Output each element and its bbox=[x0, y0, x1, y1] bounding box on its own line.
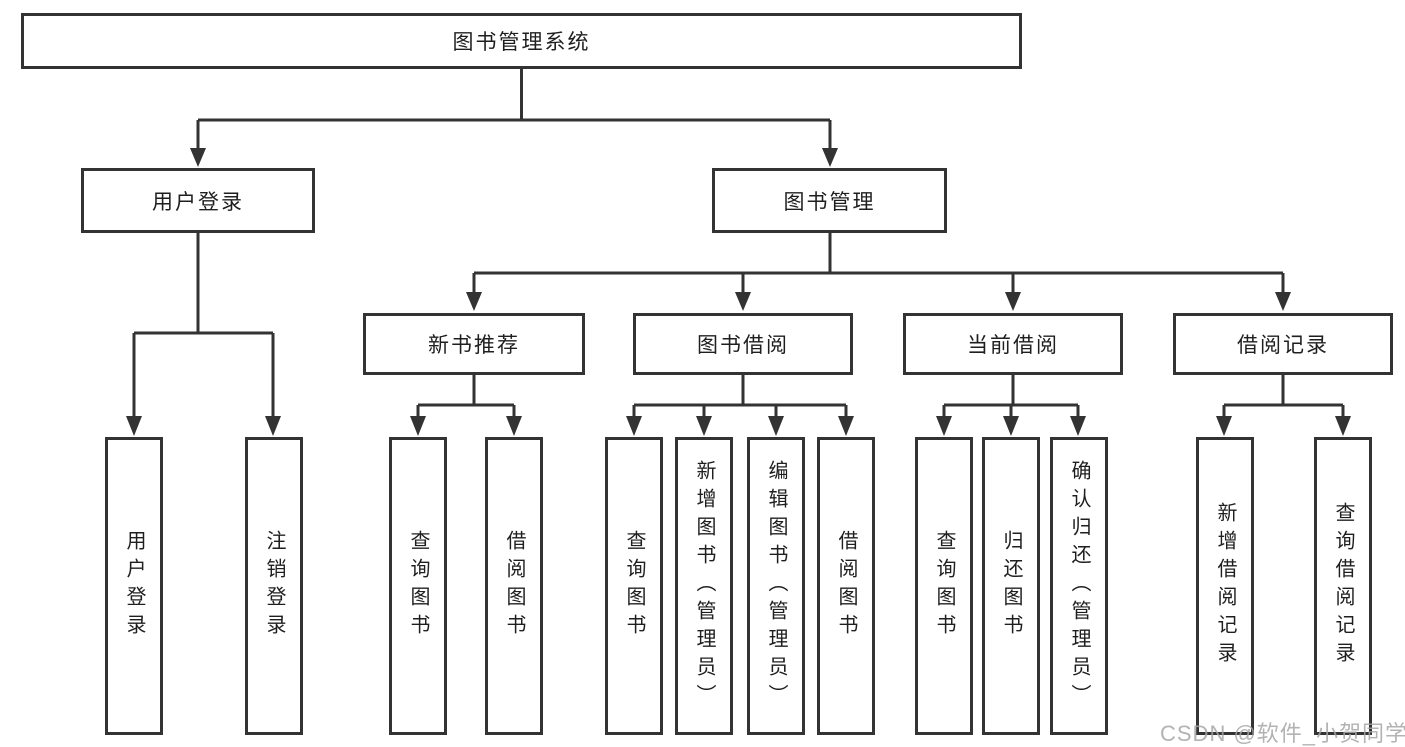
leaf-records-add-label: 新增借阅记录 bbox=[1214, 502, 1236, 670]
node-book-borrowing-label: 图书借阅 bbox=[697, 334, 789, 357]
leaf-new-books-borrow: 借阅图书 bbox=[485, 437, 543, 735]
leaf-records-add: 新增借阅记录 bbox=[1196, 437, 1254, 735]
node-current-borrowing-label: 当前借阅 bbox=[967, 334, 1059, 357]
node-borrow-records-label: 借阅记录 bbox=[1237, 334, 1329, 357]
leaf-borrowing-query: 查询图书 bbox=[605, 437, 663, 735]
leaf-records-query: 查询借阅记录 bbox=[1314, 437, 1372, 735]
leaf-records-query-label: 查询借阅记录 bbox=[1332, 502, 1354, 670]
node-user-login-label: 用户登录 bbox=[152, 190, 244, 214]
leaf-user-login: 用户登录 bbox=[105, 437, 163, 735]
leaf-borrowing-edit-admin-label: 编辑图书（管理员） bbox=[765, 460, 787, 712]
node-root-label: 图书管理系统 bbox=[452, 31, 591, 54]
leaf-current-query: 查询图书 bbox=[915, 437, 973, 735]
leaf-borrowing-add-admin-label: 新增图书（管理员） bbox=[693, 460, 715, 712]
leaf-user-login-label: 用户登录 bbox=[123, 530, 145, 642]
node-book-management-label: 图书管理 bbox=[783, 190, 876, 214]
node-borrow-records: 借阅记录 bbox=[1173, 313, 1393, 375]
leaf-new-books-query-label: 查询图书 bbox=[407, 530, 429, 642]
node-current-borrowing: 当前借阅 bbox=[903, 313, 1123, 375]
node-new-book-recommend: 新书推荐 bbox=[363, 313, 585, 375]
leaf-borrowing-borrow: 借阅图书 bbox=[817, 437, 875, 735]
leaf-current-return-label: 归还图书 bbox=[1000, 530, 1022, 642]
node-book-management: 图书管理 bbox=[712, 168, 947, 233]
leaf-borrowing-borrow-label: 借阅图书 bbox=[835, 530, 857, 642]
leaf-new-books-borrow-label: 借阅图书 bbox=[503, 530, 525, 642]
leaf-current-confirm-return-admin-label: 确认归还（管理员） bbox=[1068, 460, 1090, 712]
leaf-current-confirm-return-admin: 确认归还（管理员） bbox=[1050, 437, 1108, 735]
leaf-logout: 注销登录 bbox=[245, 437, 303, 735]
node-root: 图书管理系统 bbox=[21, 13, 1022, 69]
leaf-current-query-label: 查询图书 bbox=[933, 530, 955, 642]
leaf-borrowing-edit-admin: 编辑图书（管理员） bbox=[747, 437, 805, 735]
leaf-borrowing-add-admin: 新增图书（管理员） bbox=[675, 437, 733, 735]
node-new-book-recommend-label: 新书推荐 bbox=[428, 334, 520, 357]
node-user-login: 用户登录 bbox=[81, 168, 315, 233]
csdn-watermark: CSDN @软件_小贺同学 bbox=[1160, 721, 1405, 746]
leaf-current-return: 归还图书 bbox=[982, 437, 1040, 735]
leaf-new-books-query: 查询图书 bbox=[389, 437, 447, 735]
leaf-borrowing-query-label: 查询图书 bbox=[623, 530, 645, 642]
node-book-borrowing: 图书借阅 bbox=[633, 313, 853, 375]
leaf-logout-label: 注销登录 bbox=[263, 530, 285, 642]
